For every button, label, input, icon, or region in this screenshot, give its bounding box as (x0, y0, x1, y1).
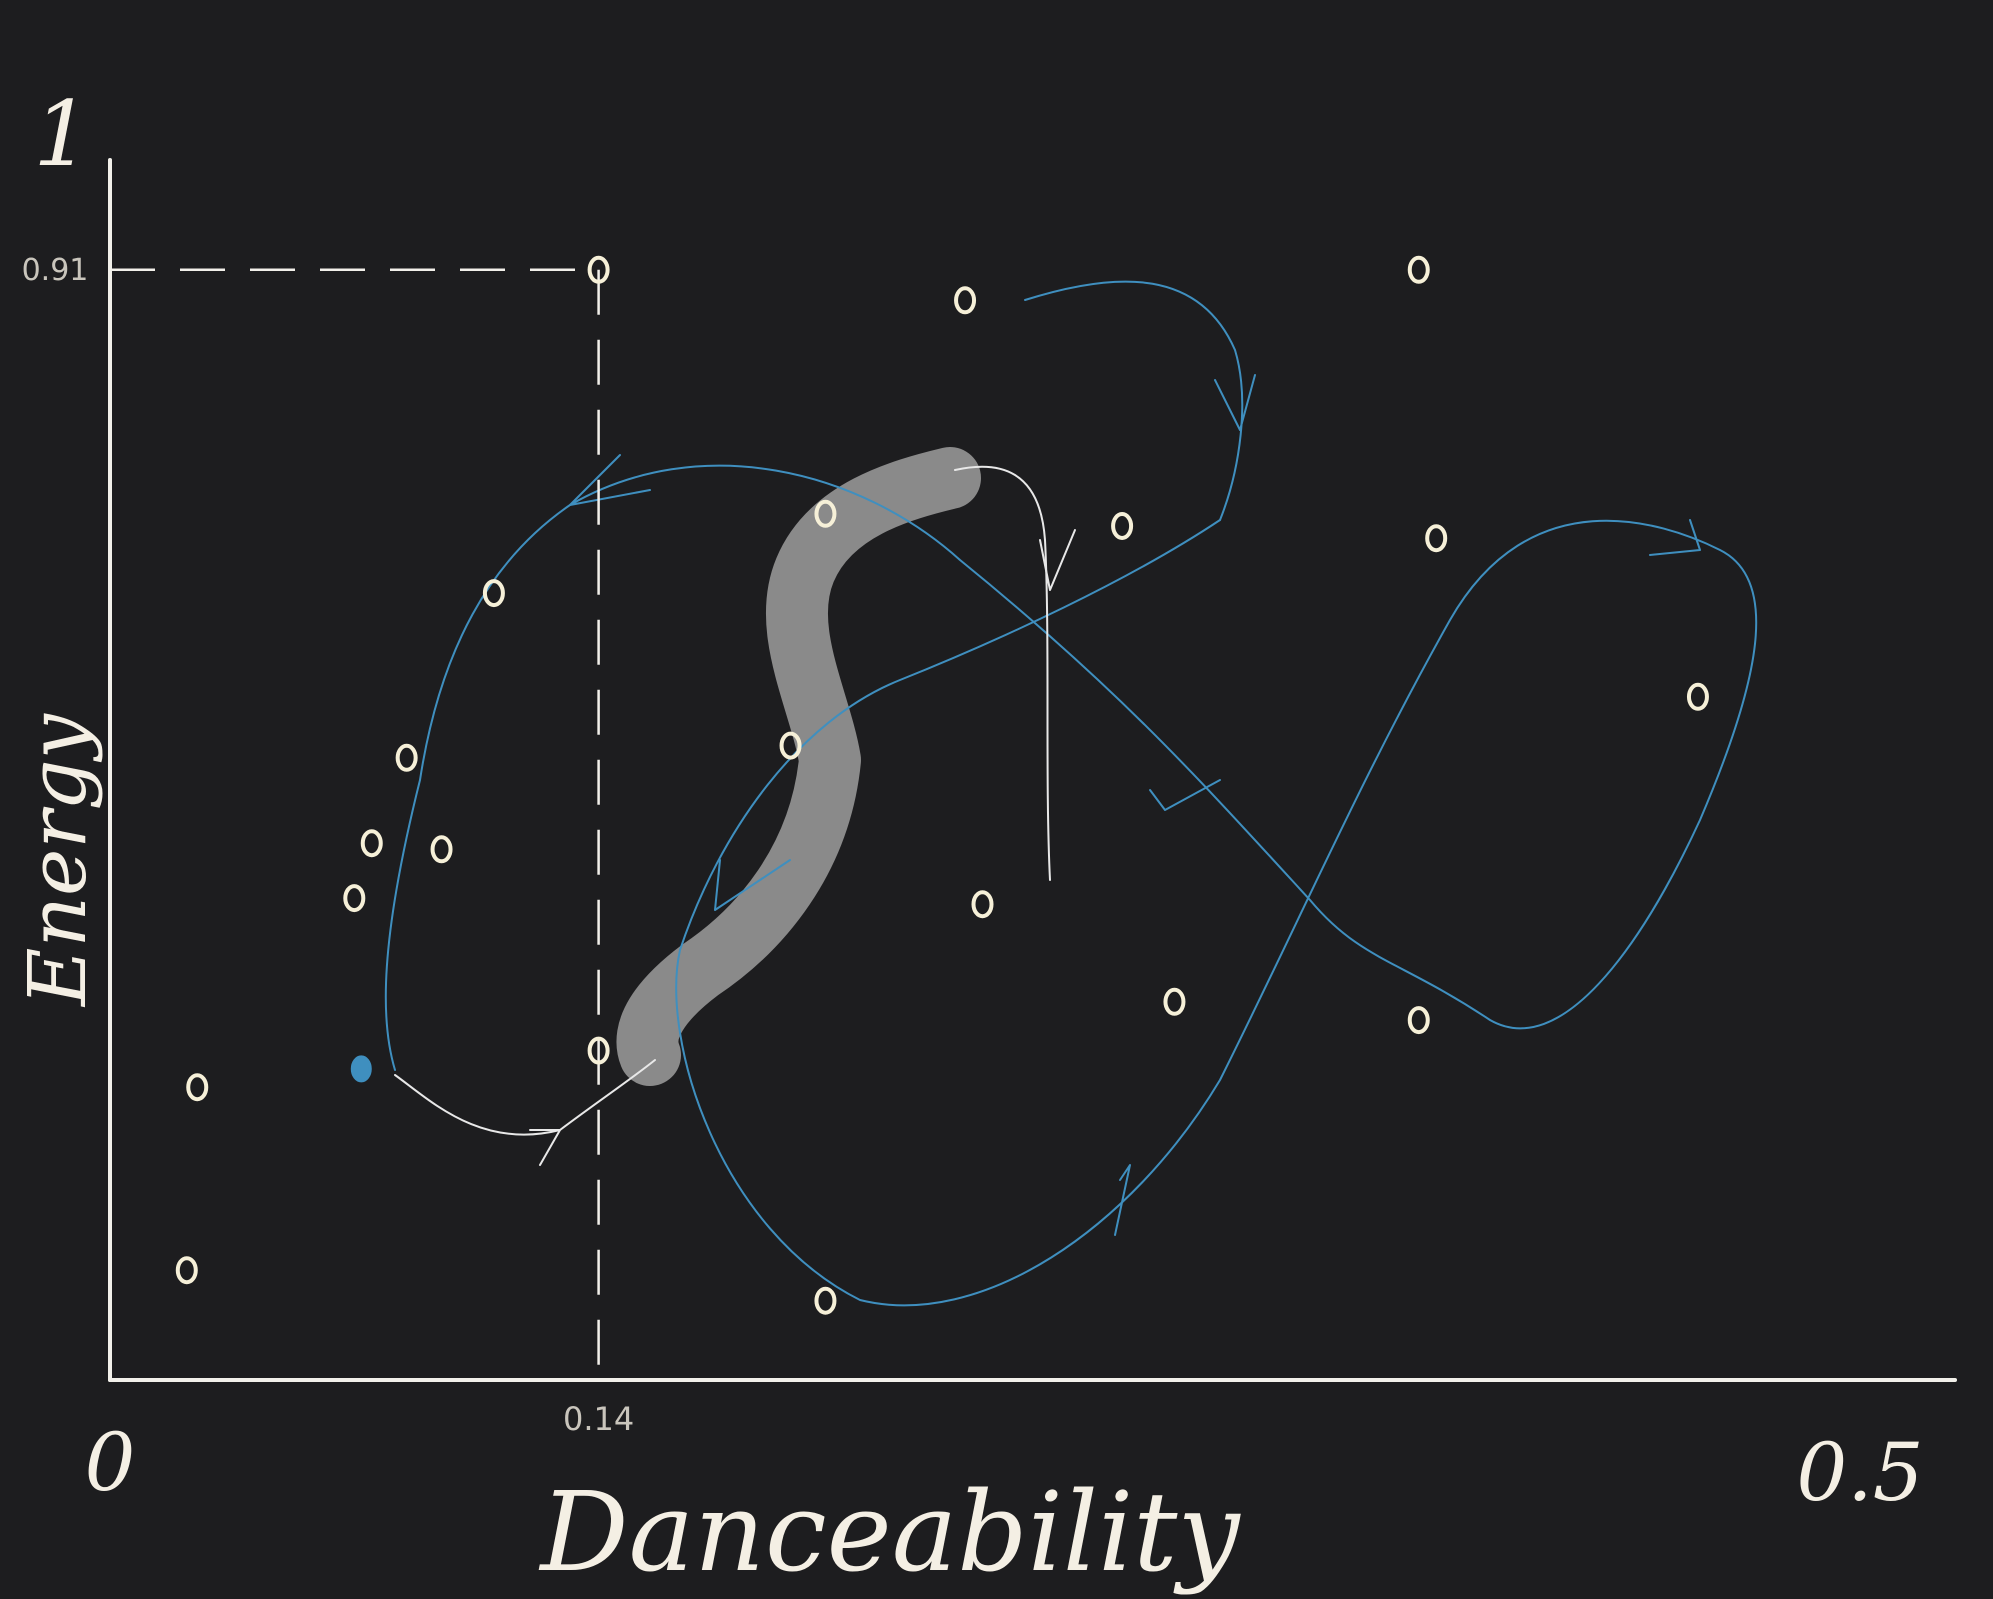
axes (108, 158, 1957, 1382)
arrowhead (1114, 1164, 1131, 1236)
data-points (175, 255, 1709, 1315)
x-axis-label: Danceability (538, 1468, 1241, 1596)
data-point (1407, 255, 1430, 284)
data-point (587, 1036, 610, 1065)
data-point (482, 579, 505, 608)
y-axis-label: Energy (11, 712, 104, 1008)
data-point (587, 255, 610, 284)
data-point (954, 286, 977, 315)
data-point (343, 884, 366, 913)
white-bottom-curve (394, 1059, 656, 1136)
data-point (814, 1286, 837, 1315)
blue-left-loop (384, 464, 1758, 1307)
x-tick-label-0: 0 (85, 1416, 136, 1509)
data-point (360, 829, 383, 858)
reference-lines (110, 268, 600, 1380)
data-point (186, 1073, 209, 1102)
highlighted-data-point (350, 1055, 372, 1083)
data-point (430, 835, 453, 864)
data-point (1111, 512, 1134, 540)
x-tick-label-2: 0.5 (1796, 1426, 1923, 1519)
highlight-band (616, 447, 981, 1086)
y-tick-label-0: 1 (33, 82, 90, 187)
data-point (971, 890, 994, 919)
data-point (1686, 682, 1709, 711)
arrowhead (1039, 529, 1076, 591)
annotation-paths (384, 280, 1758, 1307)
data-point (175, 1256, 198, 1285)
arrowhead (1649, 519, 1701, 556)
blue-top-arc (1024, 280, 1244, 521)
arrowhead (714, 859, 791, 911)
y-tick-label-1: 0.91 (22, 253, 89, 288)
x-tick-label-1: 0.14 (563, 1400, 634, 1438)
data-point (395, 743, 418, 772)
data-point (1407, 1006, 1430, 1035)
arrowhead (1149, 779, 1221, 811)
data-point (1425, 524, 1448, 553)
arrowhead (569, 454, 651, 506)
data-point (814, 499, 837, 528)
arrowhead (529, 1129, 561, 1166)
arrowhead (1214, 374, 1256, 431)
data-point (1163, 987, 1186, 1016)
data-point (779, 731, 802, 760)
